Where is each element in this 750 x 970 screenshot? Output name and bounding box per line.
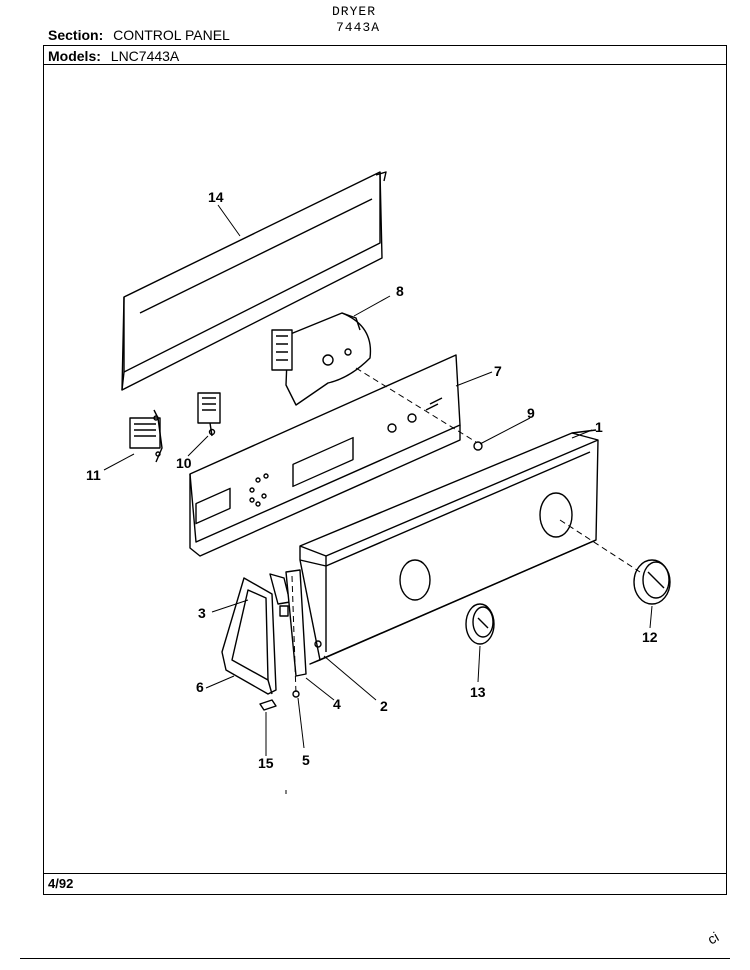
callout-14: 14 bbox=[208, 189, 224, 205]
callout-15: 15 bbox=[258, 755, 274, 771]
callout-8: 8 bbox=[396, 283, 404, 299]
section-label: Section: bbox=[48, 27, 104, 43]
bottom-rule bbox=[20, 958, 730, 959]
part-7-bracket-panel bbox=[189, 354, 461, 557]
part-14-trim-strip bbox=[121, 171, 387, 391]
footer-date: 4/92 bbox=[48, 876, 74, 891]
callout-5: 5 bbox=[302, 752, 310, 768]
callout-6: 6 bbox=[196, 679, 204, 695]
section-row: Section: CONTROL PANEL bbox=[48, 27, 230, 43]
diagram-frame bbox=[43, 45, 727, 895]
callout-10: 10 bbox=[176, 455, 192, 471]
footer-divider bbox=[43, 873, 727, 874]
part-12-knob bbox=[633, 559, 671, 605]
models-divider bbox=[43, 64, 727, 65]
part-10-switch bbox=[197, 392, 221, 437]
callout-1: 1 bbox=[595, 419, 603, 435]
models-value: LNC7443A bbox=[110, 48, 180, 64]
part-15-clip bbox=[259, 699, 277, 711]
part-8-timer bbox=[271, 312, 372, 406]
callout-7: 7 bbox=[494, 363, 502, 379]
part-1-console bbox=[299, 429, 599, 665]
models-row: Models: LNC7443A bbox=[48, 48, 179, 64]
callout-9: 9 bbox=[527, 405, 535, 421]
callout-2: 2 bbox=[380, 698, 388, 714]
product-code: 7443A bbox=[336, 20, 381, 35]
section-value: CONTROL PANEL bbox=[113, 27, 230, 43]
product-title: DRYER bbox=[332, 4, 377, 19]
callout-12: 12 bbox=[642, 629, 658, 645]
callout-leaders bbox=[103, 204, 653, 756]
part-2-screw bbox=[314, 640, 322, 648]
part-13-knob bbox=[465, 603, 495, 645]
callout-4: 4 bbox=[333, 696, 341, 712]
part-11-switch bbox=[129, 409, 163, 463]
part-9-nut bbox=[473, 441, 483, 451]
models-label: Models: bbox=[48, 48, 101, 64]
callout-13: 13 bbox=[470, 684, 486, 700]
callout-11: 11 bbox=[86, 467, 101, 483]
part-4-strip bbox=[285, 569, 307, 677]
part-6-window-frame bbox=[221, 577, 277, 695]
assembly-lines bbox=[285, 367, 641, 794]
callout-3: 3 bbox=[198, 605, 206, 621]
